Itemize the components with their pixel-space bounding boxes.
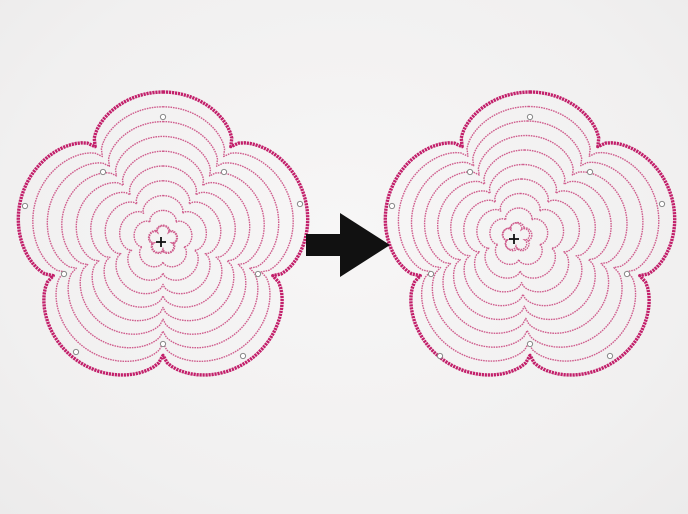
arrow-shape [306, 213, 390, 277]
inner-ring [133, 209, 193, 268]
control-point [427, 270, 435, 278]
control-point [159, 340, 167, 348]
control-point [466, 168, 474, 176]
flower-original [16, 90, 310, 377]
control-point [526, 340, 534, 348]
inner-ring [148, 225, 178, 254]
inner-ring [32, 106, 294, 363]
inner-ring [61, 135, 265, 335]
inner-ring [118, 194, 208, 281]
right-arrow-icon [306, 213, 390, 277]
inner-ring [104, 180, 222, 295]
control-point [436, 352, 444, 360]
inner-ring [90, 165, 236, 308]
control-point [239, 352, 247, 360]
control-point [606, 352, 614, 360]
control-point [220, 168, 228, 176]
inner-ring [476, 192, 565, 279]
inner-ring [450, 163, 596, 307]
control-point [586, 168, 594, 176]
control-point [658, 200, 666, 208]
inner-ring [46, 120, 280, 349]
control-point [159, 113, 167, 121]
inner-ring [489, 207, 549, 266]
flower-result [383, 90, 677, 377]
control-point [60, 270, 68, 278]
inner-ring [502, 221, 533, 252]
control-point [296, 200, 304, 208]
inner-ring [436, 149, 612, 321]
control-point [99, 168, 107, 176]
outer-ring [383, 90, 677, 377]
control-point [388, 202, 396, 210]
inner-ring [423, 134, 628, 334]
inner-ring [463, 178, 581, 293]
inner-ring [501, 222, 531, 251]
inner-ring [397, 105, 660, 362]
control-point [526, 113, 534, 121]
inner-ring [75, 150, 251, 322]
control-point [21, 202, 29, 210]
control-point [72, 348, 80, 356]
control-point [254, 270, 262, 278]
inner-ring [410, 120, 644, 348]
outer-ring [16, 90, 310, 377]
control-point [623, 270, 631, 278]
